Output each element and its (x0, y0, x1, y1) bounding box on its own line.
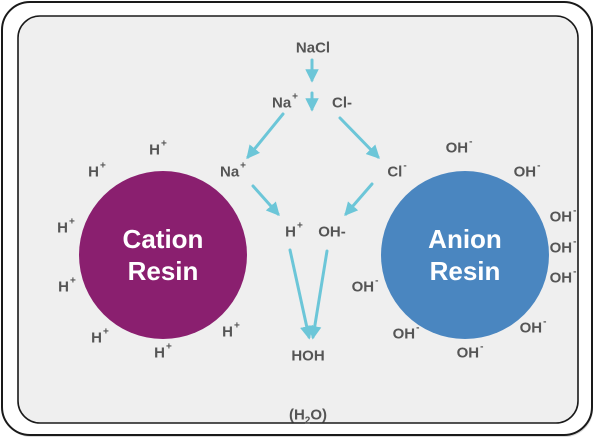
cation-resin-line1: Cation (122, 224, 204, 254)
ion-charge: - (537, 160, 541, 172)
cl-charge: - (403, 160, 407, 172)
na-symbol: Na (271, 94, 292, 112)
hoh-label: HOH (291, 347, 325, 365)
anion-resin-line1: Anion (428, 224, 502, 254)
ion-charge: + (70, 275, 76, 287)
na-charge: + (240, 160, 247, 172)
na-ion-exchange: Na+ (219, 161, 246, 181)
anion-ion-4: OH- (549, 237, 577, 257)
cation-ion-3: H+ (57, 217, 75, 237)
ion-charge: - (375, 275, 379, 287)
ion-charge: - (480, 341, 484, 353)
cation-ion-7: H+ (222, 321, 240, 341)
ion-symbol: H (58, 278, 69, 296)
anion-ion-7: OH- (456, 342, 484, 362)
ion-symbol: OH (519, 319, 543, 337)
h-symbol: H (285, 223, 296, 241)
anion-resin-label: Anion Resin (428, 223, 502, 287)
arrow-na-to-resin (246, 112, 285, 160)
formula-close: O) (310, 406, 328, 424)
cation-ion-5: H+ (91, 327, 109, 347)
ion-symbol: H (222, 323, 233, 341)
anion-resin-line2: Resin (429, 256, 501, 286)
arrow-h-to-water (288, 248, 314, 340)
cl-ion-top: Cl- (332, 94, 352, 112)
ion-symbol: OH (351, 278, 375, 296)
ion-charge: + (161, 138, 167, 150)
na-ion-top: Na+ (271, 92, 298, 112)
ion-symbol: H (91, 329, 102, 347)
ion-charge: + (69, 216, 75, 228)
ion-symbol: H (149, 141, 160, 159)
formula-subscript: 2 (304, 415, 311, 427)
anion-resin-bead (381, 171, 549, 339)
na-symbol: Na (219, 163, 240, 181)
h-ion-released: H+ (285, 221, 303, 241)
ion-charge: + (234, 320, 240, 332)
h-charge: + (297, 220, 303, 232)
ion-charge: - (416, 322, 420, 334)
ion-charge: - (573, 236, 577, 248)
cl-ion-exchange: Cl- (387, 161, 406, 181)
ion-symbol: H (88, 163, 99, 181)
cation-ion-6: H+ (154, 342, 172, 362)
ion-charge: + (103, 326, 109, 338)
ion-symbol: OH (549, 269, 573, 287)
cation-resin-line2: Resin (127, 256, 199, 286)
cation-ion-1: H+ (149, 139, 167, 159)
ion-charge: - (469, 136, 473, 148)
anion-ion-1: OH- (445, 137, 473, 157)
na-charge: + (292, 91, 299, 103)
oh-ion-released: OH- (318, 223, 346, 241)
ion-charge: - (573, 205, 577, 217)
cation-ion-2: H+ (88, 161, 106, 181)
cation-resin-label: Cation Resin (123, 223, 204, 287)
anion-ion-2: OH- (513, 161, 541, 181)
ion-symbol: OH (513, 163, 537, 181)
anion-ion-6: OH- (519, 317, 547, 337)
anion-ion-8: OH- (392, 323, 420, 343)
ion-charge: - (573, 266, 577, 278)
formula-open: (H (288, 406, 305, 424)
arrow-cl-to-oh (344, 182, 374, 217)
cation-resin-bead (79, 171, 247, 339)
cation-ion-4: H+ (58, 276, 76, 296)
nacl-label: NaCl (295, 39, 331, 57)
arrow-na-to-h (251, 184, 280, 217)
arrow-oh-to-water (308, 249, 329, 340)
ion-charge: + (100, 160, 106, 172)
ion-symbol: OH (456, 344, 480, 362)
ion-symbol: H (154, 344, 165, 362)
ion-symbol: OH (445, 139, 469, 157)
anion-ion-9: OH- (351, 276, 379, 296)
anion-ion-5: OH- (549, 267, 577, 287)
ion-symbol: OH (549, 208, 573, 226)
arrow-cl-to-resin (338, 116, 380, 159)
ion-symbol: H (57, 219, 68, 237)
ion-charge: + (166, 341, 172, 353)
water-formula: (H2O) (288, 406, 328, 427)
anion-ion-3: OH- (549, 206, 577, 226)
cl-symbol: Cl (387, 163, 403, 181)
ion-symbol: OH (549, 239, 573, 257)
ion-symbol: OH (392, 325, 416, 343)
ion-charge: - (543, 316, 547, 328)
